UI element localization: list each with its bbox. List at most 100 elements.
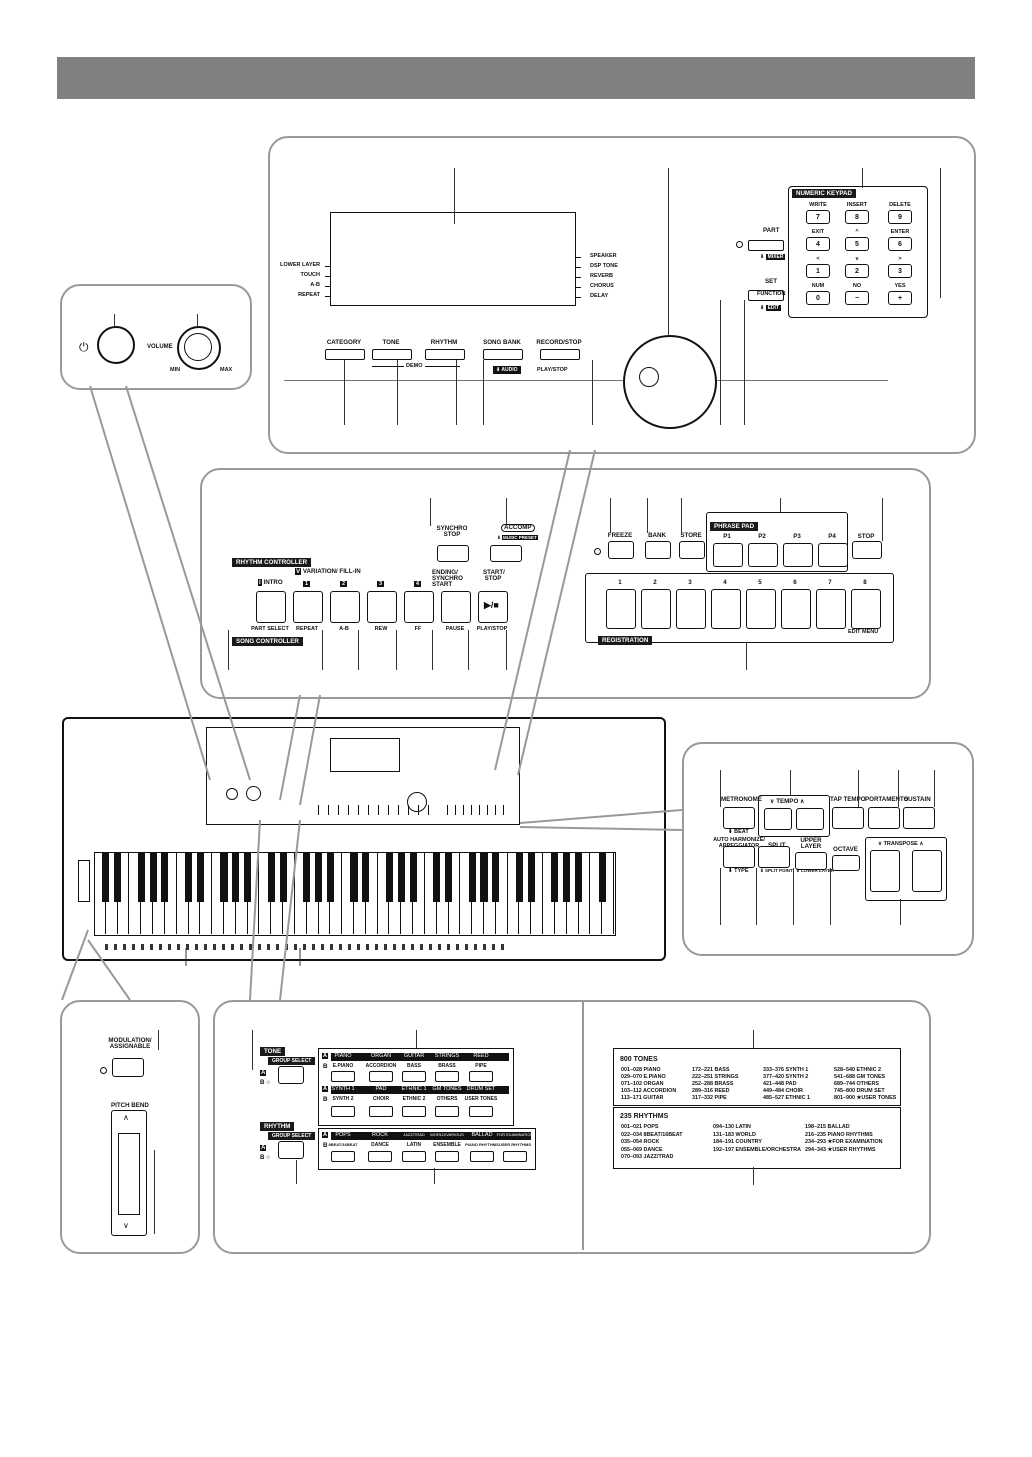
part-button[interactable]: [748, 240, 784, 251]
rhythm-group-button[interactable]: [368, 1151, 392, 1162]
tone-group-select-button[interactable]: [278, 1066, 304, 1084]
black-key[interactable]: [232, 852, 240, 902]
black-key[interactable]: [362, 852, 370, 902]
sustain-button[interactable]: [903, 807, 935, 829]
keypad-key[interactable]: 8: [845, 210, 869, 224]
white-key[interactable]: [118, 852, 130, 934]
white-key[interactable]: [330, 852, 343, 934]
phrase-pad-p3[interactable]: [783, 543, 813, 567]
keypad-key[interactable]: 5: [845, 237, 869, 251]
white-key[interactable]: [366, 852, 378, 934]
rhythm-group-button[interactable]: [503, 1151, 527, 1162]
black-key[interactable]: [303, 852, 311, 902]
dial[interactable]: [623, 335, 717, 429]
tone-group-button[interactable]: [435, 1071, 459, 1082]
registration-button-5[interactable]: [746, 589, 776, 629]
black-key[interactable]: [244, 852, 252, 902]
registration-button-1[interactable]: [606, 589, 636, 629]
keypad-key[interactable]: +: [888, 291, 912, 305]
registration-button-7[interactable]: [816, 589, 846, 629]
keypad-key[interactable]: 4: [806, 237, 830, 251]
black-key[interactable]: [149, 852, 157, 902]
black-key[interactable]: [515, 852, 523, 902]
black-key[interactable]: [563, 852, 571, 902]
mini-power-knob[interactable]: [226, 788, 238, 800]
tempo-down-button[interactable]: [764, 808, 792, 830]
keypad-key[interactable]: −: [845, 291, 869, 305]
metronome-button[interactable]: [723, 807, 755, 829]
keypad-key[interactable]: 1: [806, 264, 830, 278]
tone-group-button[interactable]: [369, 1071, 393, 1082]
modulation-button[interactable]: [112, 1058, 144, 1077]
black-key[interactable]: [527, 852, 535, 902]
bank-button[interactable]: [645, 541, 671, 559]
registration-button-6[interactable]: [781, 589, 811, 629]
black-key[interactable]: [267, 852, 275, 902]
black-key[interactable]: [551, 852, 559, 902]
black-key[interactable]: [315, 852, 323, 902]
rhythm-group-button[interactable]: [470, 1151, 494, 1162]
rhythm-controller-button[interactable]: [404, 591, 434, 623]
tone-group-button[interactable]: [469, 1106, 493, 1117]
rhythm-controller-button[interactable]: [367, 591, 397, 623]
store-button[interactable]: [679, 541, 705, 559]
white-key[interactable]: [200, 852, 213, 934]
tone-group-button[interactable]: [369, 1106, 393, 1117]
rhythm-group-select-button[interactable]: [278, 1141, 304, 1159]
volume-knob[interactable]: [177, 326, 221, 370]
black-key[interactable]: [161, 852, 169, 902]
black-key[interactable]: [445, 852, 453, 902]
black-key[interactable]: [575, 852, 583, 902]
tone-group-button[interactable]: [469, 1071, 493, 1082]
white-key[interactable]: [496, 852, 508, 934]
black-key[interactable]: [468, 852, 476, 902]
white-key[interactable]: [449, 852, 461, 934]
tone-group-button[interactable]: [402, 1071, 426, 1082]
octave-button[interactable]: [832, 855, 860, 871]
upper-layer-button[interactable]: [795, 852, 827, 870]
registration-button-4[interactable]: [711, 589, 741, 629]
rhythm-group-button[interactable]: [331, 1151, 355, 1162]
tone-group-button[interactable]: [331, 1106, 355, 1117]
black-key[interactable]: [433, 852, 441, 902]
transpose-down-button[interactable]: [870, 850, 900, 892]
pitch-bend-wheel[interactable]: ∧ ∨: [111, 1110, 147, 1236]
black-key[interactable]: [102, 852, 110, 902]
rhythm-group-button[interactable]: [402, 1151, 426, 1162]
top-button-rhythm[interactable]: [425, 349, 465, 360]
rhythm-group-button[interactable]: [435, 1151, 459, 1162]
white-key[interactable]: [602, 852, 614, 934]
rhythm-controller-button[interactable]: [256, 591, 286, 623]
synchro-stop-button[interactable]: [437, 545, 469, 562]
stop-button[interactable]: [852, 541, 882, 559]
pitch-wheel-mini[interactable]: [78, 860, 90, 902]
registration-button-3[interactable]: [676, 589, 706, 629]
registration-button-2[interactable]: [641, 589, 671, 629]
auto-harmonize-button[interactable]: [723, 846, 755, 868]
black-key[interactable]: [397, 852, 405, 902]
freeze-button[interactable]: [608, 541, 634, 559]
rhythm-controller-button[interactable]: [330, 591, 360, 623]
black-key[interactable]: [409, 852, 417, 902]
black-key[interactable]: [185, 852, 193, 902]
top-button-category[interactable]: [325, 349, 365, 360]
portamento-button[interactable]: [868, 807, 900, 829]
top-button-record-stop[interactable]: [540, 349, 580, 360]
white-key[interactable]: [165, 852, 177, 934]
black-key[interactable]: [492, 852, 500, 902]
white-key[interactable]: [579, 852, 591, 934]
black-key[interactable]: [326, 852, 334, 902]
tone-group-button[interactable]: [435, 1106, 459, 1117]
black-key[interactable]: [114, 852, 122, 902]
keypad-key[interactable]: 3: [888, 264, 912, 278]
rhythm-controller-button[interactable]: [293, 591, 323, 623]
keypad-key[interactable]: 0: [806, 291, 830, 305]
keypad-key[interactable]: 7: [806, 210, 830, 224]
top-button-song-bank[interactable]: [483, 349, 523, 360]
tone-group-button[interactable]: [331, 1071, 355, 1082]
black-key[interactable]: [220, 852, 228, 902]
black-key[interactable]: [480, 852, 488, 902]
black-key[interactable]: [598, 852, 606, 902]
white-key[interactable]: [531, 852, 544, 934]
white-key[interactable]: [413, 852, 425, 934]
